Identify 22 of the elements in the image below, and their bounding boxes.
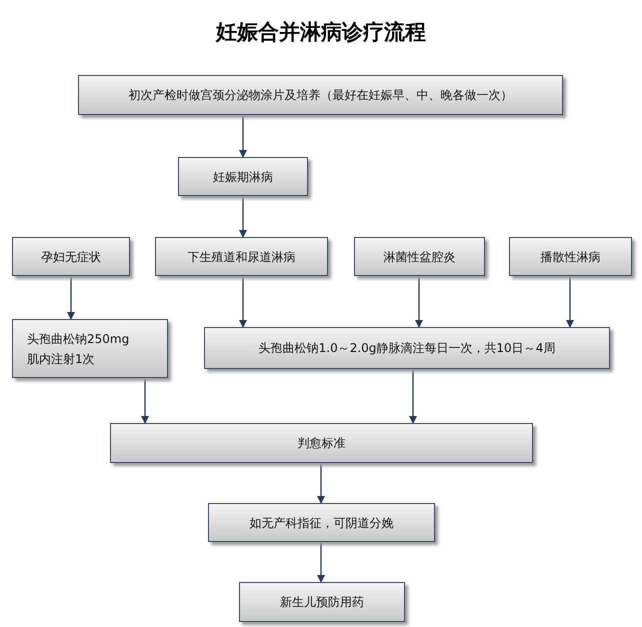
process-box: 如无产科指征，可阴道分娩	[208, 503, 435, 542]
arrow	[141, 378, 149, 424]
arrow	[239, 196, 247, 238]
arrow	[317, 463, 325, 504]
arrow	[67, 276, 75, 320]
process-box: 淋菌性盆腔炎	[354, 237, 485, 276]
arrow	[566, 276, 574, 328]
process-box: 判愈标准	[110, 423, 533, 463]
arrow	[415, 276, 423, 328]
arrow	[239, 115, 247, 158]
arrow	[239, 276, 247, 328]
process-box: 头孢曲松钠250mg肌内注射1次	[12, 319, 168, 378]
process-box: 妊娠期淋病	[178, 157, 308, 196]
process-box: 新生儿预防用药	[239, 582, 405, 622]
process-box: 播散性淋病	[509, 237, 632, 276]
process-box: 初次产检时做宫颈分泌物涂片及培养（最好在妊娠早、中、晚各做一次）	[78, 75, 563, 115]
process-box: 头孢曲松钠1.0～2.0g静脉滴注每日一次，共10日～4周	[204, 327, 610, 369]
process-box: 孕妇无症状	[12, 237, 130, 276]
diagram-title: 妊娠合并淋病诊疗流程	[214, 18, 427, 46]
arrow	[409, 369, 417, 424]
process-box: 下生殖道和尿道淋病	[155, 237, 328, 276]
arrow	[317, 542, 325, 583]
